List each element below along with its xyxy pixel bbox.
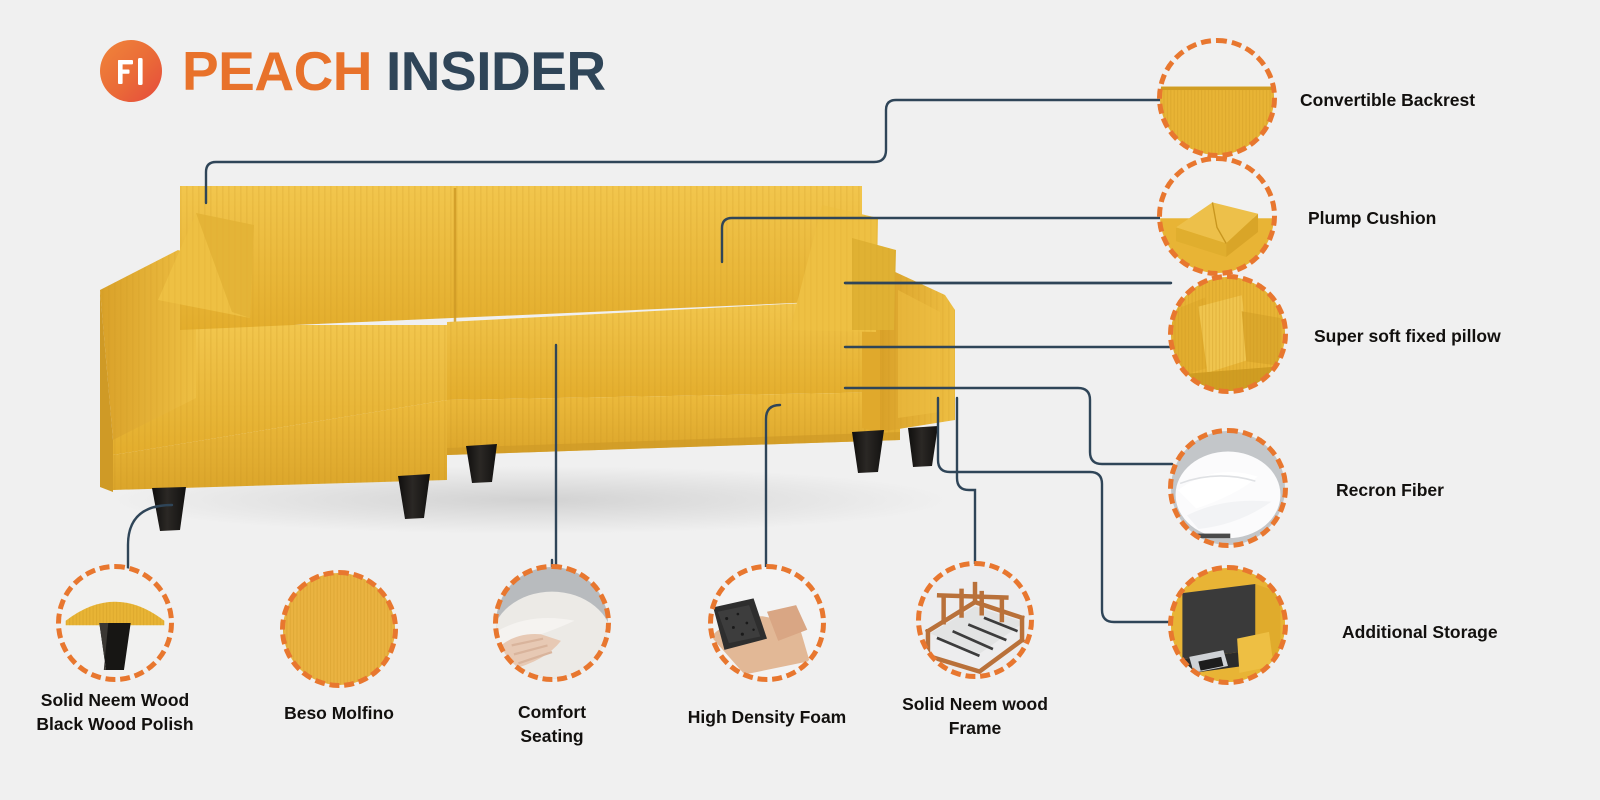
peach-fi-logo-icon bbox=[98, 38, 164, 104]
callout-label-high-density-foam: High Density Foam bbox=[687, 707, 847, 727]
callout-label-plump-cushion: Plump Cushion bbox=[1308, 208, 1437, 228]
brand-name-insider: INSIDER bbox=[386, 39, 606, 102]
callout-label-solid-neem-frame: Solid Neem wood Frame bbox=[902, 694, 1048, 738]
brand-header: PEACH INSIDER bbox=[98, 38, 606, 104]
callout-ring-solid-neem-frame bbox=[916, 561, 1034, 679]
callout-ring-recron-fiber bbox=[1168, 428, 1288, 548]
callout-ring-comfort-seating bbox=[493, 564, 611, 682]
callout-label-beso-molfino: Beso Molfino bbox=[284, 703, 394, 723]
callout-label-recron-fiber: Recron Fiber bbox=[1336, 480, 1444, 500]
callout-ring-high-density-foam bbox=[708, 564, 826, 682]
callout-label-super-soft-pillow: Super soft fixed pillow bbox=[1314, 326, 1501, 346]
brand-wordmark: PEACH INSIDER bbox=[182, 39, 606, 102]
callout-label-solid-neem-wood-leg: Solid Neem Wood Black Wood Polish bbox=[36, 690, 194, 734]
callout-label-convertible-backrest: Convertible Backrest bbox=[1300, 90, 1476, 110]
callout-ring-convertible-backrest bbox=[1157, 38, 1277, 158]
callout-ring-plump-cushion bbox=[1157, 156, 1277, 276]
sofa-body bbox=[100, 186, 955, 531]
callout-label-additional-storage: Additional Storage bbox=[1342, 622, 1498, 642]
leader-lines bbox=[126, 98, 1174, 624]
callout-label-comfort-seating: Comfort Seating bbox=[517, 702, 587, 746]
brand-name-peach: PEACH bbox=[182, 39, 373, 102]
callout-ring-additional-storage bbox=[1168, 565, 1288, 685]
callout-ring-beso-molfino bbox=[280, 570, 398, 688]
callout-ring-super-soft-pillow bbox=[1168, 274, 1288, 394]
callout-ring-solid-neem-wood-leg bbox=[56, 564, 174, 682]
